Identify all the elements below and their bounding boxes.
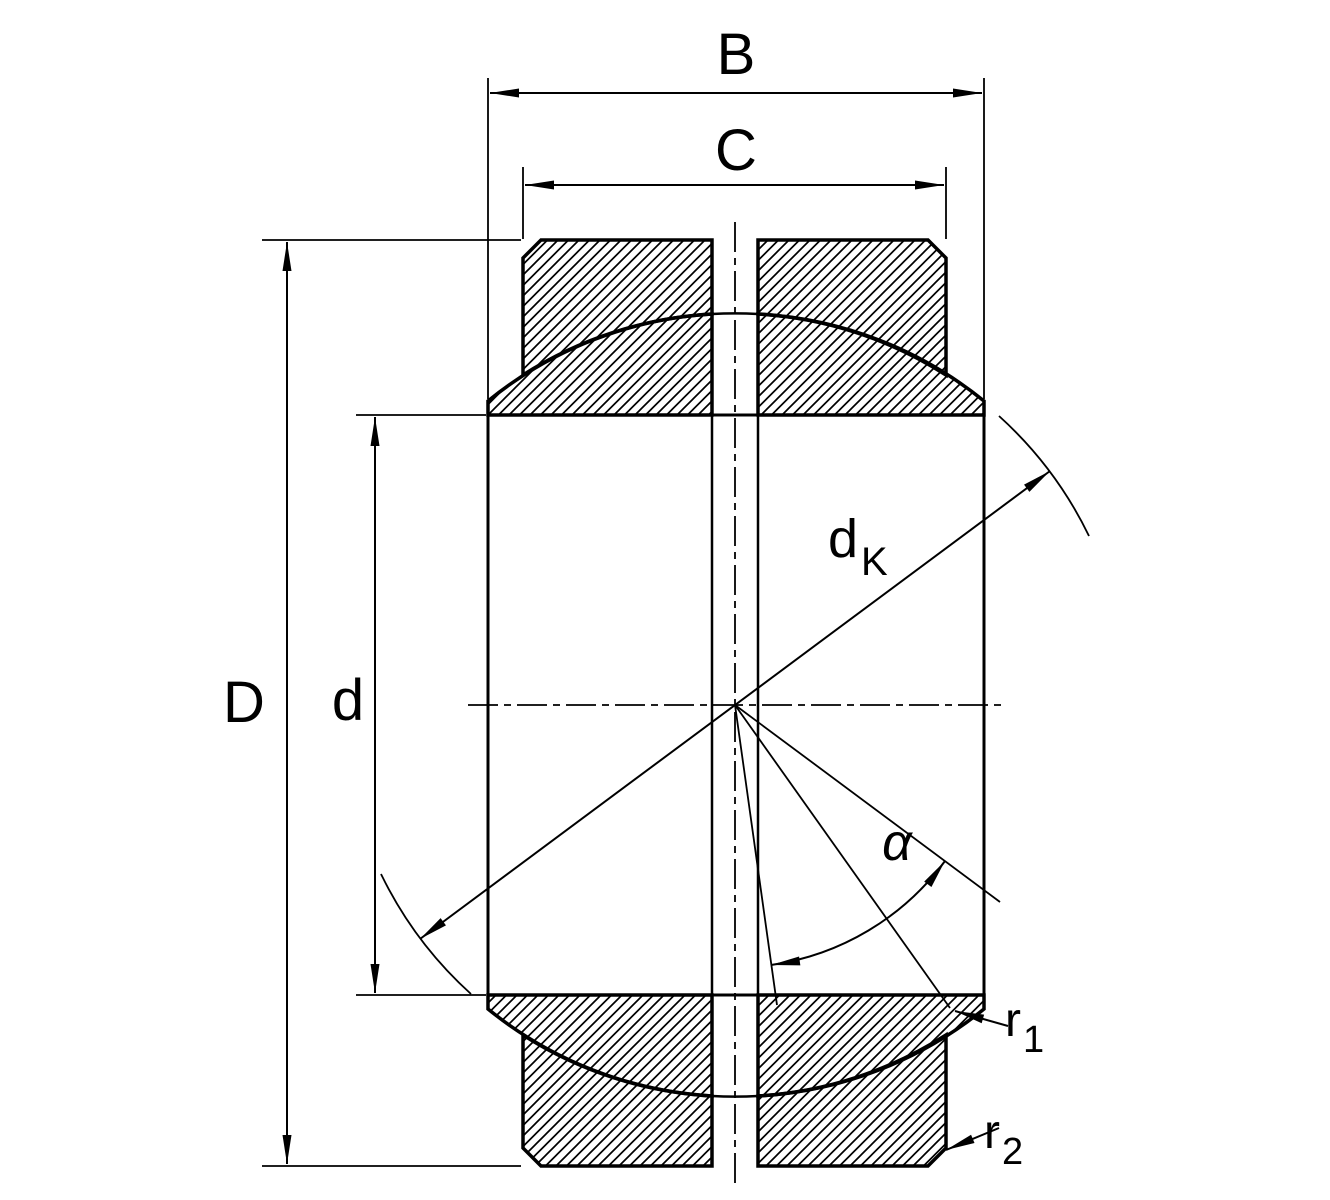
dimension-labels: B C D d dK α r1 r2 (223, 22, 1044, 1173)
r2-leader-arrow (945, 1127, 1000, 1151)
label-alpha: α (882, 814, 913, 872)
label-r2: r2 (984, 1106, 1023, 1173)
label-r1-base: r (1005, 994, 1021, 1047)
r1-leader-arrow (954, 1010, 1009, 1027)
bearing-sections (486, 238, 986, 1168)
angle-alpha (734, 704, 1001, 1006)
label-dK: dK (828, 509, 888, 584)
label-r1-sub: 1 (1023, 1019, 1044, 1061)
dimension-lines (282, 88, 1090, 1164)
extension-lines (262, 78, 985, 1167)
angle-alpha-leg-vertical (734, 704, 778, 1006)
sphere-circle-arc-upper-right (998, 415, 1090, 537)
inner-ring-top-right-section (756, 312, 986, 417)
label-D: D (223, 670, 265, 735)
label-r1: r1 (1005, 994, 1044, 1061)
angle-alpha-leg-diagonal (734, 704, 1001, 903)
sphere-surface-arc-top-center (711, 312, 759, 316)
label-d: d (332, 668, 364, 733)
label-dK-base: d (828, 509, 858, 569)
label-C: C (715, 118, 757, 183)
outer-ring-bottom-right-section (756, 1031, 948, 1168)
sphere-circle-arc-lower-left (380, 873, 472, 995)
label-dK-sub: K (861, 540, 888, 584)
chamfer-leaders (734, 704, 1009, 1151)
r1-radius-line (734, 704, 951, 1009)
sphere-surface-arc-bottom-center (711, 1094, 759, 1098)
angle-alpha-arc (770, 860, 946, 966)
label-r2-sub: 2 (1002, 1131, 1023, 1173)
label-B: B (717, 22, 756, 87)
outer-ring-bottom-left-section (521, 1031, 714, 1168)
label-r2-base: r (984, 1106, 1000, 1159)
